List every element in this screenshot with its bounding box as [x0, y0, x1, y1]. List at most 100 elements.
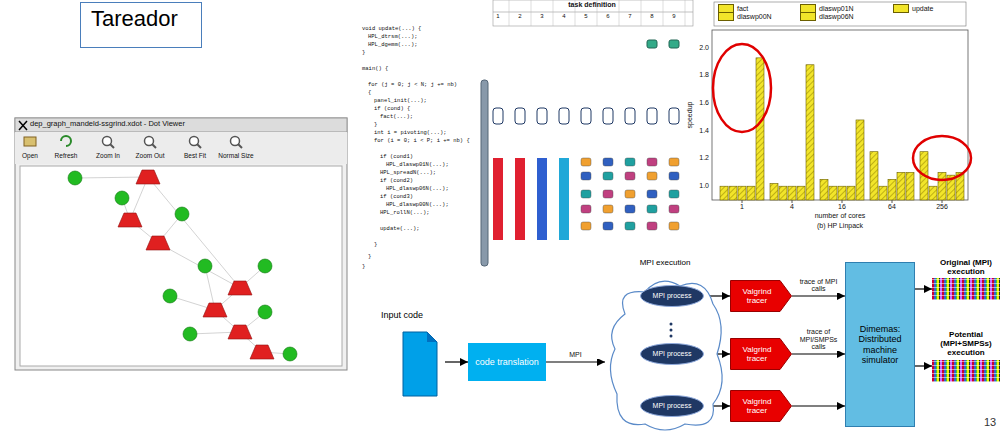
cloud-shape — [610, 281, 722, 430]
text-label: number of cores — [815, 212, 866, 220]
task-trapezoid — [228, 325, 252, 339]
text-label: 9 — [672, 13, 675, 20]
node-text: Original (MPI) execution — [932, 258, 1000, 276]
code-line: HPL_dlaswp01N(...); — [386, 162, 449, 168]
task-box — [603, 205, 613, 213]
text-label: Zoom Out — [136, 152, 165, 159]
node-text: Valgrind tracer — [732, 287, 782, 305]
flow-arrow — [915, 288, 932, 289]
code-line: void update(...) { — [362, 26, 421, 32]
text-label: task definition — [568, 1, 615, 9]
task-box — [669, 222, 679, 230]
task-trapezoid — [250, 345, 274, 359]
task-bar — [515, 158, 525, 240]
task-slot — [515, 108, 525, 124]
task-box — [625, 190, 635, 198]
node-text: Valgrind tracer — [732, 345, 782, 363]
speedup-bar — [747, 186, 755, 200]
task-box — [647, 172, 657, 180]
process-oval — [641, 396, 704, 417]
input-document: Input code — [381, 310, 445, 400]
flow-arrow — [915, 365, 932, 366]
task-slot — [647, 108, 657, 124]
column-separator — [663, 0, 664, 26]
node-text: MPI process — [653, 402, 692, 410]
text-label: Zoom In — [96, 152, 120, 159]
legend-entry: dlaswp06N — [800, 12, 854, 21]
axis-label: 4 — [790, 203, 794, 211]
process-box: code translation — [468, 343, 546, 381]
node-text: MPI execution — [640, 258, 691, 267]
speedup-bar — [788, 186, 796, 200]
legend-text: dlaswp01N — [819, 5, 854, 12]
task-circle — [163, 289, 177, 303]
axis-tick — [792, 200, 793, 203]
axis-tick — [842, 200, 843, 203]
node-text: Tareador — [91, 6, 178, 31]
task-box — [669, 205, 679, 213]
axis-label: 1 — [740, 203, 744, 211]
task-box — [669, 172, 679, 180]
tracer-pentagon — [731, 391, 792, 422]
speedup-bar — [829, 186, 837, 200]
task-box — [603, 158, 613, 166]
axis-label: 256 — [936, 203, 948, 211]
speedup-bar — [838, 186, 846, 200]
text-label: 6 — [606, 13, 609, 20]
code-line: HPL_dtrsm(...); — [368, 34, 418, 40]
speedup-bar — [870, 152, 878, 200]
text-label: (b) HP Linpack — [817, 222, 863, 230]
node-text: MPI process — [653, 292, 692, 300]
task-trapezoid — [203, 303, 227, 317]
task-bar — [537, 158, 547, 240]
task-circle — [175, 207, 189, 221]
code-line: int i = pivoting(...); — [374, 130, 447, 136]
node-text: Potential (MPI+SMPSs) execution — [932, 330, 1000, 358]
speedup-bar — [770, 183, 778, 200]
axis-tick — [942, 200, 943, 203]
speedup-bar — [897, 172, 905, 200]
task-circle — [68, 171, 82, 185]
legend-text: dlaswp06N — [819, 13, 854, 20]
legend-swatch — [800, 12, 816, 21]
task-box — [669, 158, 679, 166]
text-label: Normal Size — [218, 152, 253, 159]
code-line: HPL_rollN(...); — [380, 210, 430, 216]
task-slot — [603, 108, 613, 124]
edge-label: trace of MPI calls — [795, 278, 842, 293]
task-box — [625, 158, 635, 166]
speedup-bar — [729, 186, 737, 200]
process-ellipse: MPI process — [640, 285, 704, 307]
column-separator — [641, 0, 642, 26]
ellipsis-dot — [670, 323, 673, 326]
code-line: fact(...); — [380, 114, 413, 120]
speedup-bar — [806, 65, 814, 200]
graph-edge — [148, 177, 240, 288]
code-line: } — [374, 242, 377, 248]
code-line: HPL_dlaswp00N(...); — [386, 202, 449, 208]
speedup-bar — [820, 179, 828, 200]
task-trapezoid — [228, 281, 252, 295]
task-slot — [559, 108, 569, 124]
process-ellipse: MPI process — [640, 343, 704, 365]
column-separator — [685, 0, 686, 26]
task-slot — [625, 108, 635, 124]
legend-swatch — [718, 12, 734, 21]
code-line: if (cond) { — [374, 106, 410, 112]
legend-entry: update — [893, 4, 933, 13]
trace-image — [932, 278, 1000, 300]
code-line: if (cond2) — [380, 178, 413, 184]
process-ellipse: MPI process — [640, 395, 704, 417]
code-line: update(...); — [380, 226, 420, 232]
code-line: if (cond1) — [380, 154, 413, 160]
text-label: 7 — [628, 13, 631, 20]
task-box — [581, 172, 591, 180]
speedup-bar — [847, 186, 855, 200]
task-box — [647, 190, 657, 198]
task-box — [581, 222, 591, 230]
text-label: Refresh — [55, 152, 78, 159]
graph-edge — [158, 243, 240, 288]
text-label: 1 — [496, 13, 499, 20]
process-oval — [641, 286, 704, 307]
